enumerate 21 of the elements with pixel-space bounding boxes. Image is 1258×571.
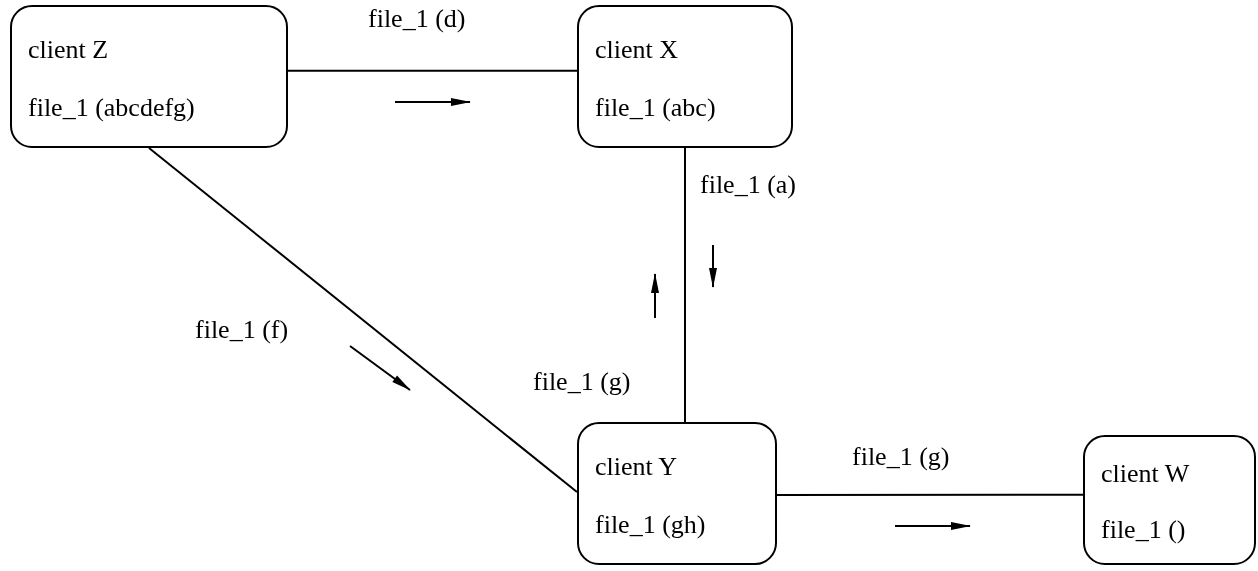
client-box: [577, 5, 793, 148]
connector-line: [287, 69, 578, 72]
edge-label: file_1 (a): [700, 170, 796, 200]
client-box: [577, 422, 777, 565]
client-name: client Z: [28, 35, 109, 65]
client-name: client Y: [595, 452, 678, 482]
edge-label: file_1 (f): [195, 315, 289, 345]
file-label: file_1 (abcdefg): [28, 93, 195, 123]
file-label: file_1 (abc): [595, 93, 716, 123]
connector-line: [776, 493, 1084, 496]
connector-line: [684, 147, 686, 423]
connector-line: [148, 147, 578, 494]
flow-label: file_1 (g): [533, 367, 631, 397]
client-box: [10, 5, 288, 148]
client-name: client W: [1101, 459, 1190, 489]
client-box: [1083, 435, 1256, 565]
client-name: client X: [595, 35, 679, 65]
file-label: file_1 (gh): [595, 510, 706, 540]
edge-label: file_1 (g): [852, 442, 950, 472]
edge-label: file_1 (d): [368, 4, 466, 34]
file-label: file_1 (): [1101, 515, 1186, 545]
